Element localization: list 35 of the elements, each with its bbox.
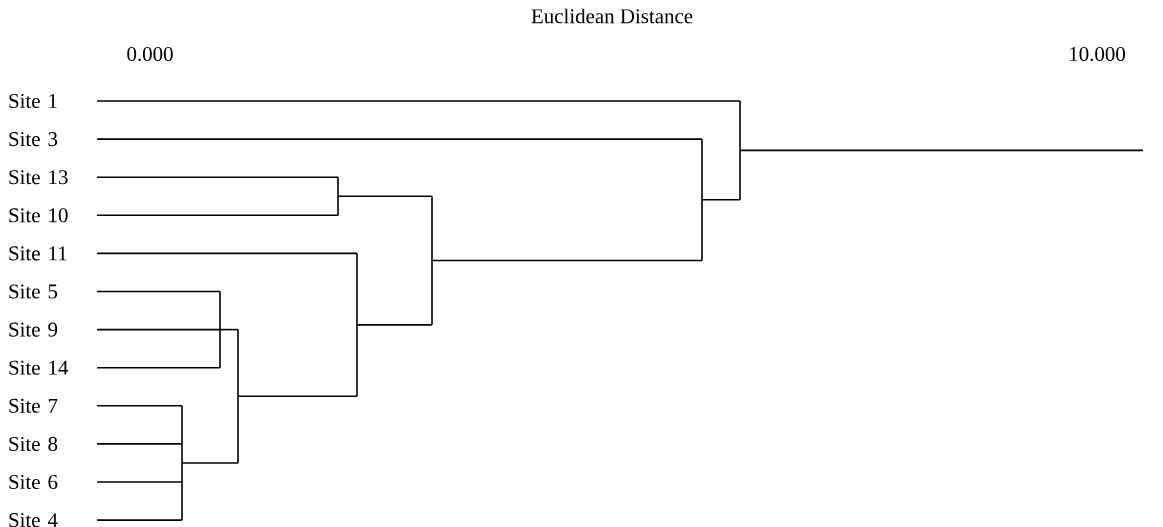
dendrogram-branch: [96, 100, 741, 102]
axis-title: Euclidean Distance: [531, 8, 693, 24]
dendrogram-branch: [96, 519, 183, 521]
site-label: Site 3: [9, 132, 58, 147]
site-label: Site 4: [9, 513, 58, 527]
dendrogram-branch: [96, 214, 339, 217]
axis-tick-label: 0.000: [127, 46, 173, 62]
site-label: Site 9: [9, 322, 58, 337]
site-label: Site 11: [9, 246, 67, 261]
site-label: Site 6: [9, 474, 58, 490]
dendrogram-branch: [96, 443, 183, 445]
dendrogram-branch: [431, 259, 703, 262]
site-label: Site 13: [9, 170, 68, 185]
dendrogram-branch: [96, 481, 183, 483]
axis-tick-label: 10.000: [1070, 46, 1125, 62]
dendrogram-branch: [96, 252, 358, 255]
site-label: Site 7: [9, 398, 58, 413]
dendrogram-branch: [181, 462, 239, 464]
site-label: Site 1: [9, 93, 57, 109]
dendrogram-branch: [96, 138, 703, 140]
dendrogram-branch: [96, 328, 221, 331]
dendrogram-branch: [701, 199, 741, 201]
site-label: Site 14: [9, 360, 69, 375]
dendrogram-branch: [96, 290, 221, 293]
dendrogram-branch: [739, 149, 1144, 152]
dendrogram-branch: [219, 328, 239, 331]
dendrogram-branch: [96, 176, 339, 178]
dendrogram-branch: [337, 195, 433, 198]
site-label: Site 8: [9, 436, 58, 451]
dendrogram-branch: [356, 324, 433, 326]
site-label: Site 5: [9, 284, 58, 299]
dendrogram-branch: [96, 405, 183, 407]
dendrogram-branch: [96, 366, 221, 369]
dendrogram-branch: [237, 395, 358, 398]
site-label: Site 10: [9, 208, 68, 223]
